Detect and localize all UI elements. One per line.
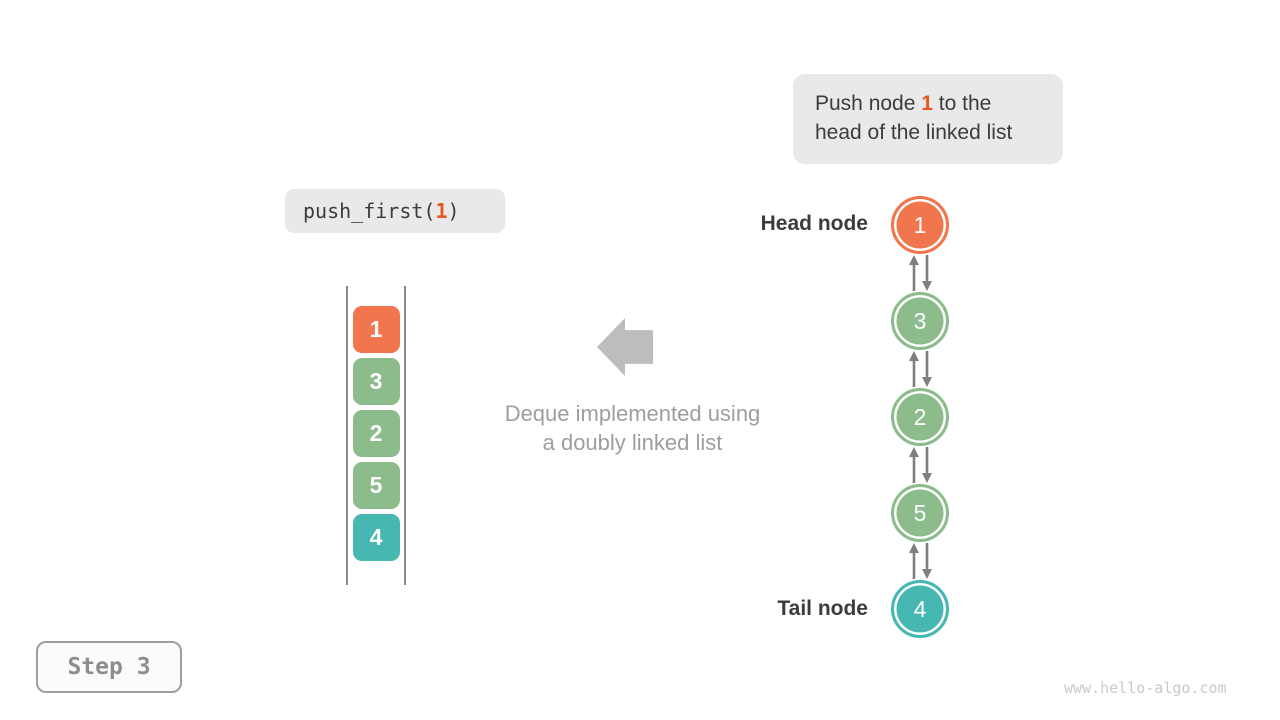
list-node-1: 1 [891,196,949,254]
deque-cell-3: 3 [352,358,400,405]
list-node-2: 2 [891,388,949,446]
head-node-label: Head node [760,212,868,235]
left-block-arrow-icon [597,318,653,376]
list-node-4: 4 [891,580,949,638]
annotation-text-before: Push node [815,92,922,115]
double-link-arrows [909,543,932,579]
code-call-box: push_first(1) [285,189,505,233]
double-link-arrows [909,255,932,291]
list-node-3: 3 [891,292,949,350]
step-badge: Step 3 [36,641,182,693]
tail-node-label: Tail node [777,597,868,620]
code-fn-open: push_first( [303,199,436,223]
list-node-5: 5 [891,484,949,542]
deque-caption: Deque implemented using a doubly linked … [460,399,805,457]
deque-array-view: 1 3 2 5 4 [346,286,406,585]
double-link-arrows [909,351,932,387]
annotation-highlight-value: 1 [921,92,933,115]
deque-cell-4: 4 [352,514,400,561]
linked-list-column: 1 3 2 5 4 [891,196,949,639]
push-annotation-box: Push node 1 to the head of the linked li… [793,74,1063,164]
deque-caption-line2: a doubly linked list [542,430,723,455]
deque-cell-5: 5 [352,462,400,509]
deque-caption-line1: Deque implemented using [504,401,761,426]
code-arg-value: 1 [435,199,448,223]
watermark-url: www.hello-algo.com [1064,679,1227,697]
double-link-arrows [909,447,932,483]
annotation-text-after: to the head of the linked list [815,92,1013,144]
deque-cell-2: 2 [352,410,400,457]
code-fn-close: ) [447,199,460,223]
deque-cell-1: 1 [352,306,400,353]
